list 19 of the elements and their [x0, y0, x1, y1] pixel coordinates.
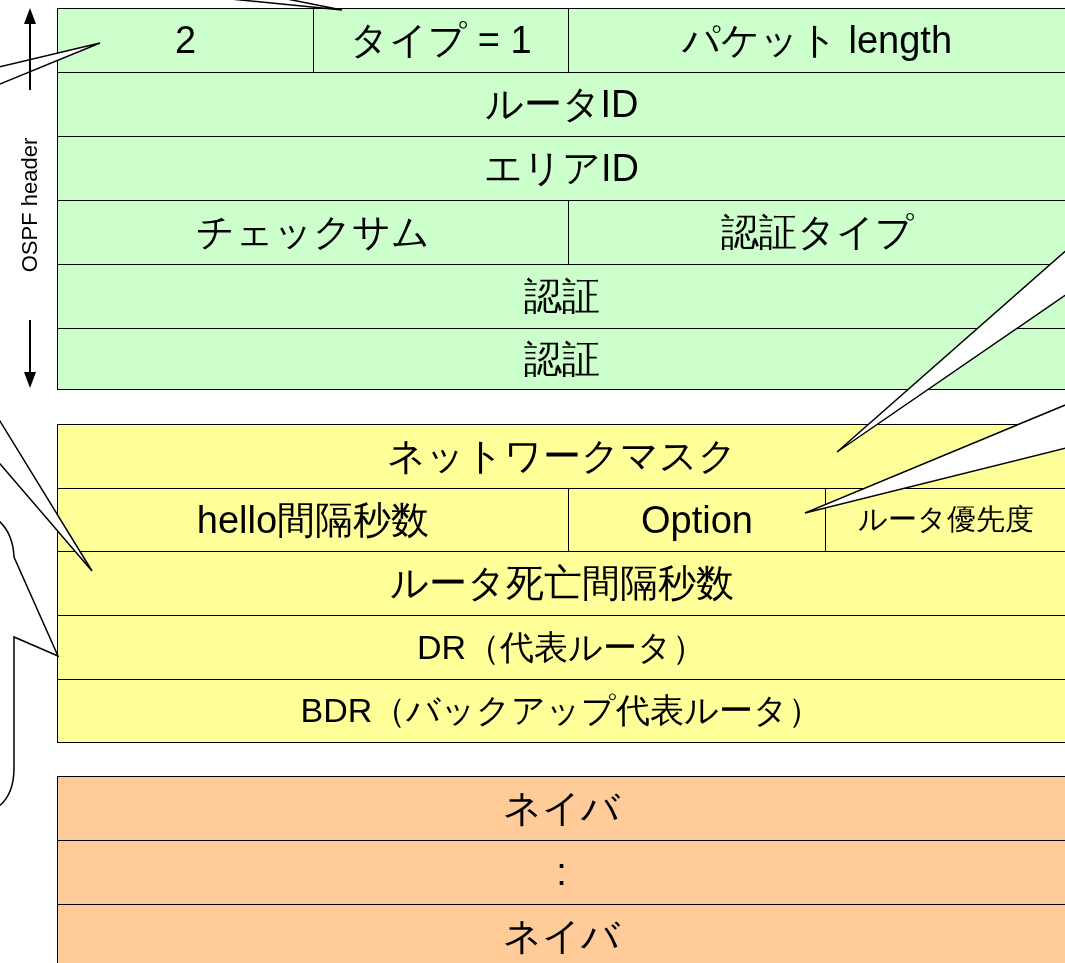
field-cell: Option: [568, 488, 826, 552]
field-cell: ネイバ: [57, 776, 1065, 841]
field-cell: :: [57, 840, 1065, 905]
field-cell: 認証: [57, 328, 1065, 390]
field-cell: BDR（バックアップ代表ルータ）: [57, 679, 1065, 743]
field-cell: 認証タイプ: [568, 200, 1065, 265]
field-cell: チェックサム: [57, 200, 569, 265]
field-cell: hello間隔秒数: [57, 488, 569, 552]
axis-label: OSPF header: [17, 137, 43, 273]
field-cell: ルータID: [57, 72, 1065, 137]
field-cell: ルータ死亡間隔秒数: [57, 551, 1065, 616]
field-cell: ネイバ: [57, 904, 1065, 963]
field-cell: 認証: [57, 264, 1065, 329]
field-cell: DR（代表ルータ）: [57, 615, 1065, 680]
field-cell: ルータ優先度: [825, 488, 1065, 552]
field-cell: エリアID: [57, 136, 1065, 201]
field-cell: パケット length: [568, 8, 1065, 73]
field-cell: タイプ = 1: [313, 8, 569, 73]
field-cell: 2: [57, 8, 314, 73]
